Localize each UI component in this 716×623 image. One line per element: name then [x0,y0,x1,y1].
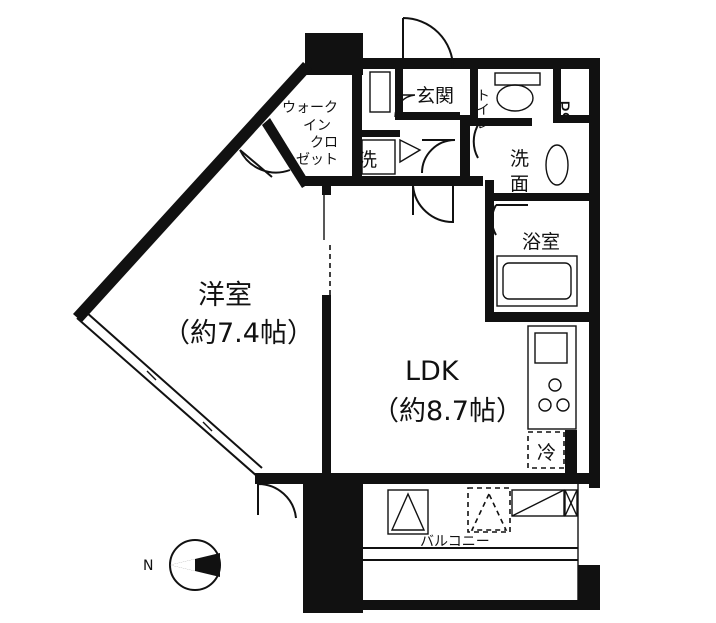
outer-walls [73,33,600,613]
compass-north-label: N [143,558,153,574]
doors [239,17,528,519]
western-room-area: （約7.4帖） [163,318,314,349]
window-wall-diagonal [76,311,263,478]
svg-text:面: 面 [510,173,529,195]
svg-text:トイレ: トイレ [474,88,490,130]
bathroom-label: 浴室 [522,231,560,253]
interior-walls [262,68,595,478]
ldk-room-name: LDK [405,356,460,387]
svg-text:ゼット: ゼット [296,152,338,168]
walkin-closet-label: ウォーク イン クロ ゼット [282,100,338,168]
svg-text:クロ: クロ [310,135,338,151]
balcony-label: バルコニー [420,534,490,550]
ldk-room-area: （約8.7帖） [372,396,523,427]
western-room-name: 洋室 [198,280,252,311]
entrance-label: 玄関 [416,85,454,107]
svg-text:洗: 洗 [510,148,529,170]
refrigerator-label: 冷 [537,442,556,464]
washroom-label: 洗 面 [510,148,529,195]
svg-text:ウォーク: ウォーク [282,100,338,116]
svg-text:イン: イン [303,118,331,134]
washer-label: 洗 [358,149,377,171]
toilet-label: トイレ [474,88,490,130]
ps-label: PS [551,100,573,124]
compass-icon [169,539,221,591]
fixtures [361,71,579,600]
